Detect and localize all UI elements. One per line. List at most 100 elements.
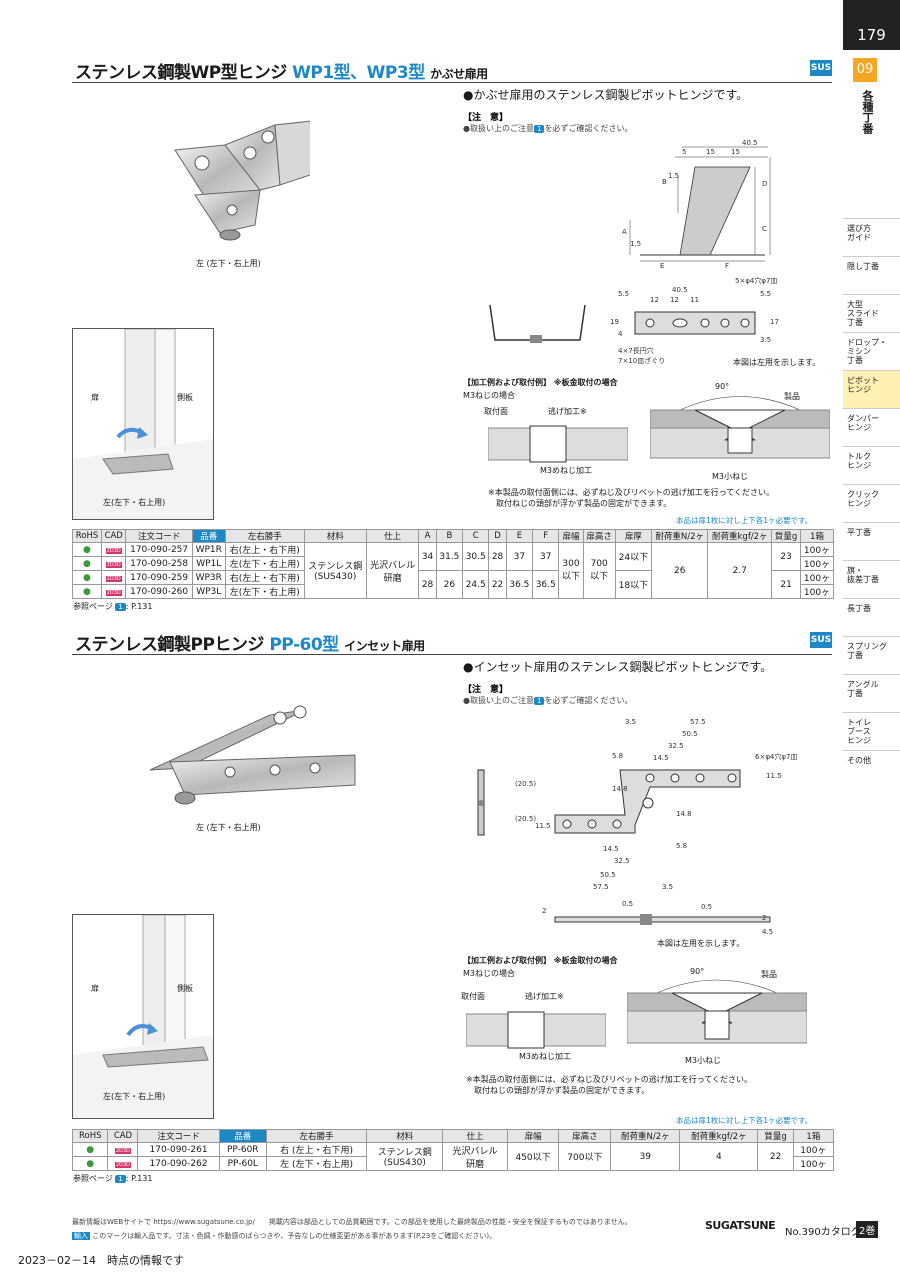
- wp-note-pre: ●取扱い上のご注意: [463, 124, 534, 133]
- pp-dim-10: (20.5): [515, 815, 537, 823]
- wp-dim-D: D: [762, 180, 768, 188]
- pp-dim-s3: 0.5: [701, 903, 713, 911]
- pp-th-8: 扉高さ: [558, 1129, 612, 1143]
- wp-install-door: 扉: [91, 393, 99, 402]
- mass: 22: [757, 1142, 794, 1171]
- rohs-dot: ●: [72, 584, 102, 599]
- wp-dim-a2: 1.5: [630, 240, 642, 248]
- wp-dim-A: A: [622, 228, 627, 236]
- wp-th-12: F: [532, 529, 560, 543]
- pp-dim-7: 11.5: [766, 772, 782, 780]
- pp-dim-s4: 2: [762, 914, 767, 922]
- load-kgf: 4: [679, 1142, 759, 1171]
- pp-title: ステンレス鋼製PPヒンジ PP-60型 インセット扉用: [75, 630, 425, 655]
- side-category-5[interactable]: ダンパー ヒンジ: [843, 408, 900, 446]
- wp-note-title: 【注 意】: [463, 113, 509, 123]
- page-number: 179: [843, 0, 900, 50]
- side-category-12[interactable]: アングル 丁番: [843, 674, 900, 712]
- side-category-4[interactable]: ピボット ヒンジ: [843, 370, 900, 408]
- rohs-dot: ●: [71, 1142, 109, 1157]
- mass: 23: [771, 542, 802, 571]
- rohs-dot: ●: [72, 570, 102, 585]
- pp-label-relief: 逃げ加工※: [525, 992, 564, 1001]
- wp-dim-b2: 1.5: [668, 172, 680, 180]
- box-qty: 100ヶ: [792, 1156, 835, 1171]
- dim-D: 28: [488, 542, 507, 571]
- wp-install-caption: 左(左下・右上用): [103, 498, 166, 507]
- side-category-6[interactable]: トルク ヒンジ: [843, 446, 900, 484]
- pp-dim-4: 32.5: [668, 742, 684, 750]
- order-code: 170-090-258: [125, 556, 193, 571]
- side-category-8[interactable]: 平丁番: [843, 522, 900, 560]
- pp-process-drawing-2: [627, 979, 807, 1044]
- pp-label-angle: 90°: [690, 967, 705, 976]
- wp-th-13: 扉幅: [558, 529, 584, 543]
- pp-dim-9: (20.5): [515, 780, 537, 788]
- info-date: 2023－02－14 時点の情報です: [18, 1254, 184, 1267]
- pp-dim-11: 11.5: [535, 822, 551, 830]
- pp-note-pre: ●取扱い上のご注意: [463, 696, 534, 705]
- category-list: 選び方 ガイド隠し丁番大型 スライド 丁番ドロップ・ ミシン 丁番ピボット ヒン…: [843, 218, 900, 788]
- wp-th-15: 扉厚: [614, 529, 652, 543]
- cad-badge: 2D3D: [105, 575, 122, 582]
- wp-title-sub: かぶせ扉用: [430, 67, 488, 81]
- pp-dim-s1: 2: [542, 907, 547, 915]
- side-category-7[interactable]: クリック ヒンジ: [843, 484, 900, 522]
- side-category-2[interactable]: 大型 スライド 丁番: [843, 294, 900, 332]
- dim-E: 37: [505, 542, 534, 571]
- pp-dim-17: 57.5: [593, 883, 609, 891]
- finish: 光沢バレル 研磨: [442, 1142, 508, 1171]
- rohs-dot: ●: [72, 556, 102, 571]
- wp-label-screw: M3小ねじ: [712, 472, 748, 481]
- side-category-0[interactable]: 選び方 ガイド: [843, 218, 900, 256]
- pp-dim-6: 5.8: [612, 752, 624, 760]
- rohs-dot: ●: [71, 1156, 109, 1171]
- footer-import-text: このマークは輸入品です。寸法・色調・作動感のばらつきや、予告なしの仕様変更がある…: [92, 1232, 497, 1240]
- wp-th-3: 品番: [191, 529, 226, 543]
- pp-th-5: 材料: [366, 1129, 444, 1143]
- wp-dim-h4: 5.5: [760, 290, 772, 298]
- pp-process-title: 【加工例および取付例】 ※板金取付の場合: [463, 956, 618, 965]
- wp-dim-slot: 4×7長円穴 7×10皿ざぐり: [618, 347, 666, 365]
- dim-C: 24.5: [462, 570, 490, 599]
- wp-dim-holes: 5×φ4穴φ7皿: [735, 277, 778, 285]
- wp-plan-drawing: [489, 304, 756, 343]
- cad-cell: 2D3D: [100, 556, 127, 571]
- wp-process-title: 【加工例および取付例】 ※板金取付の場合: [463, 378, 618, 387]
- pp-dim-2: 57.5: [690, 718, 706, 726]
- side-category-3[interactable]: ドロップ・ ミシン 丁番: [843, 332, 900, 370]
- footer-line-2: 輸入 このマークは輸入品です。寸法・色調・作動感のばらつきや、予告なしの仕様変更…: [72, 1231, 496, 1241]
- wp-note-post: を必ずご確認ください。: [544, 124, 633, 133]
- side-category-14[interactable]: その他: [843, 750, 900, 788]
- pp-ref-post: : P.131: [125, 1174, 153, 1183]
- pp-th-2: 注文コード: [137, 1129, 220, 1143]
- side-category-10[interactable]: 長丁番: [843, 598, 900, 636]
- wp-note-badge: 1: [533, 125, 545, 133]
- pp-dim-15: 32.5: [614, 857, 630, 865]
- hand: 左(左下・右上用): [224, 556, 305, 571]
- cad-badge: 2D3D: [105, 547, 122, 554]
- order-code: 170-090-260: [125, 584, 193, 599]
- mass: 21: [771, 570, 802, 599]
- wp-th-9: C: [462, 529, 490, 543]
- side-category-9[interactable]: 旗・ 抜差丁番: [843, 560, 900, 598]
- side-category-1[interactable]: 隠し丁番: [843, 256, 900, 294]
- cad-cell: 2D3D: [107, 1142, 139, 1157]
- pp-th-0: RoHS: [71, 1129, 109, 1143]
- side-category-11[interactable]: スプリング 丁番: [843, 636, 900, 674]
- wp-th-2: 注文コード: [125, 529, 193, 543]
- wp-dim-c15: 15: [731, 148, 740, 156]
- hand: 右 (左上・右下用): [265, 1142, 368, 1157]
- pp-th-9: 耐荷重N/2ヶ: [610, 1129, 681, 1143]
- pp-product-photo: [149, 705, 356, 805]
- wp-process-note: ※本製品の取付面側には、必ずねじ及びリベットの逃げ加工を行ってください。 取付ね…: [488, 488, 775, 508]
- side-category-13[interactable]: トイレ ブース ヒンジ: [843, 712, 900, 750]
- load-n: 26: [650, 542, 709, 599]
- wp-th-17: 耐荷重kgf/2ヶ: [707, 529, 773, 543]
- box-qty: 100ヶ: [792, 1142, 835, 1157]
- pp-title-main: ステンレス鋼製PPヒンジ: [75, 635, 264, 655]
